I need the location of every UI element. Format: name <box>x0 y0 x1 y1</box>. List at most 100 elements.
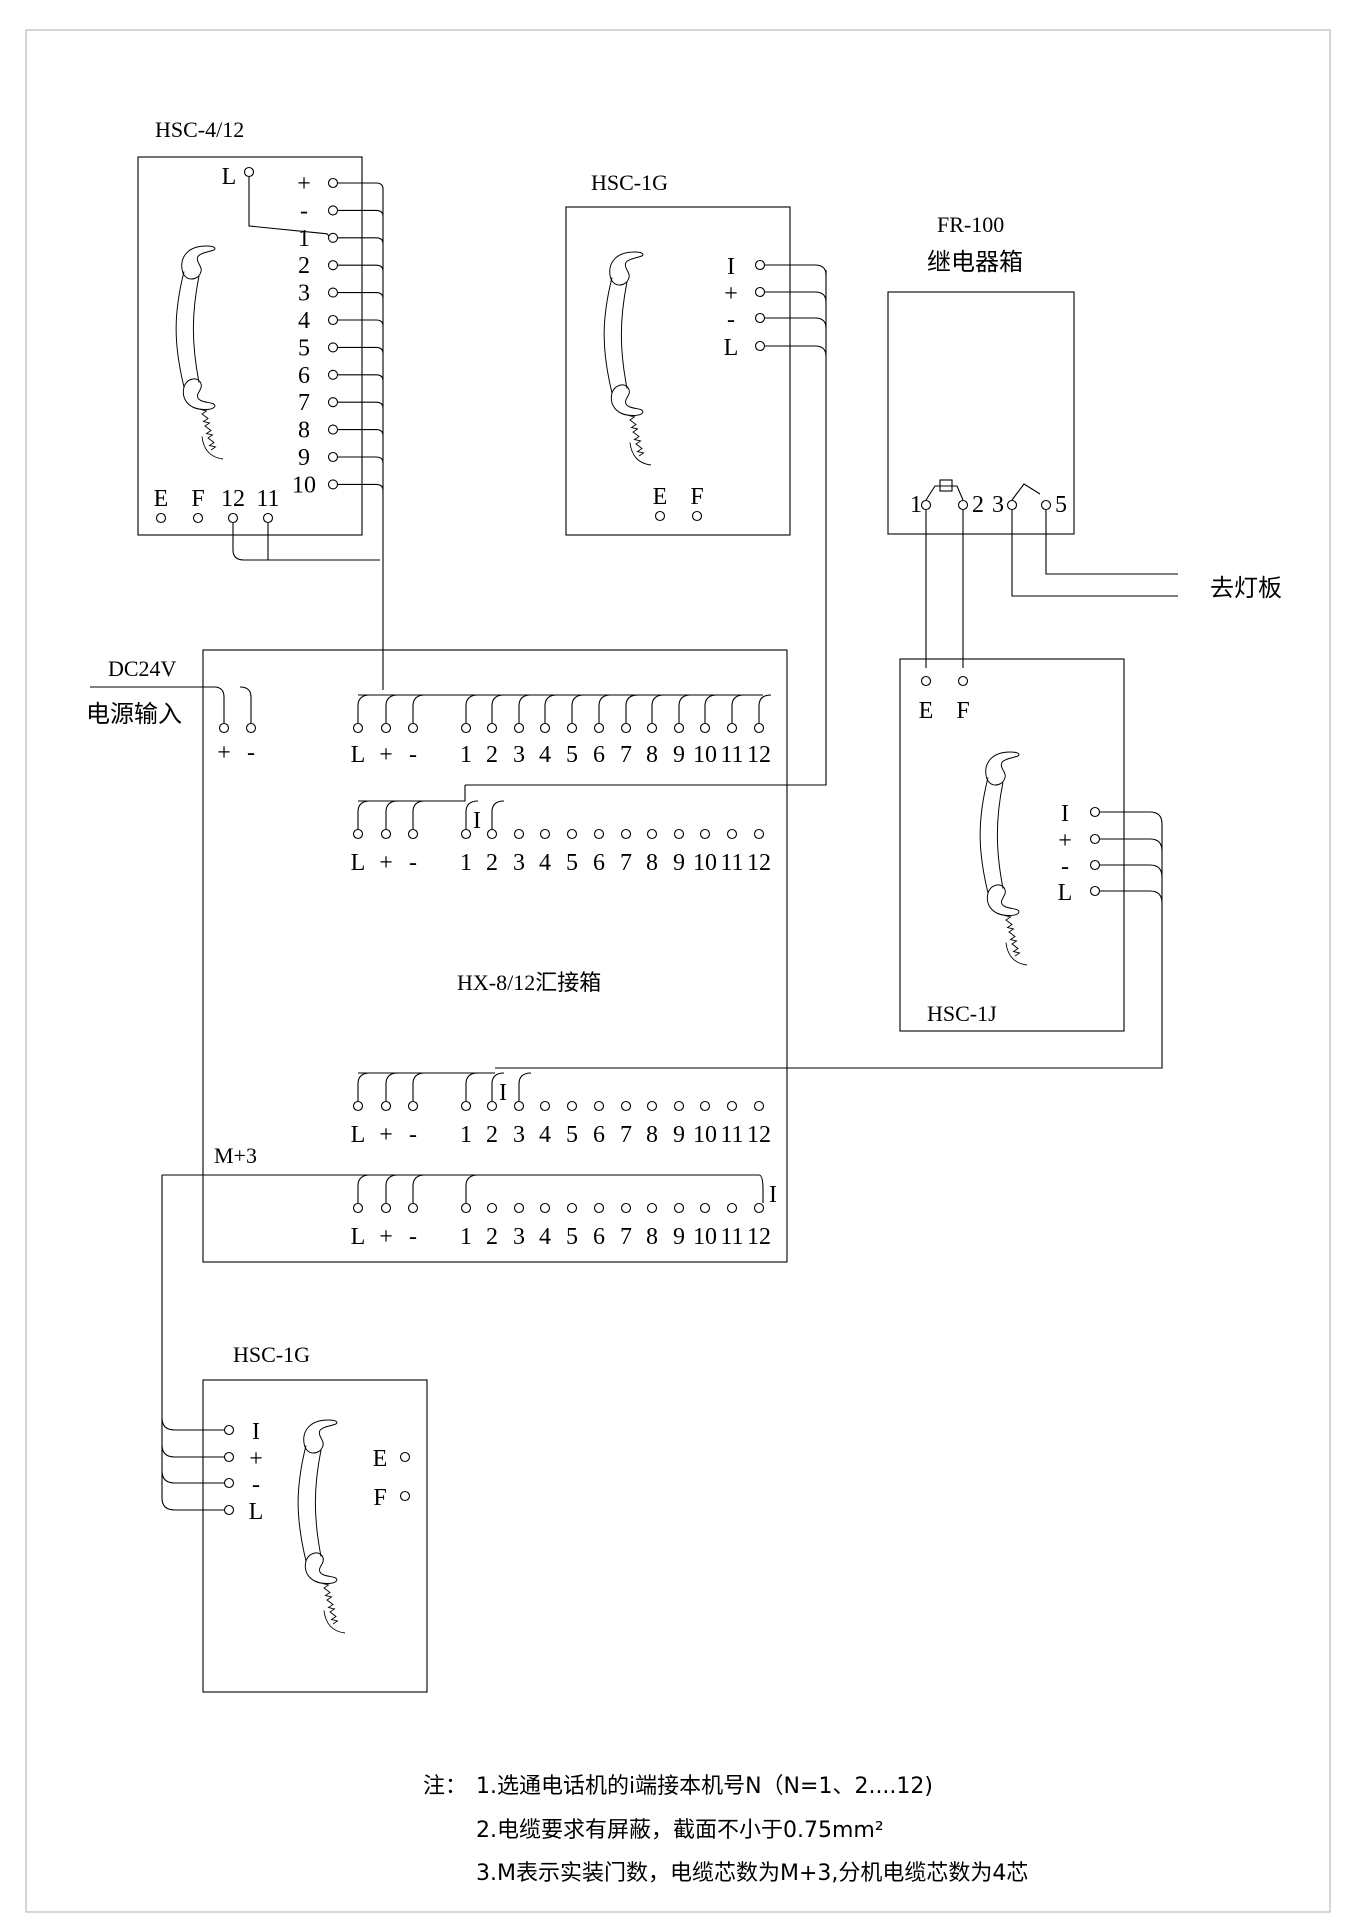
hx-row-tap <box>678 694 692 723</box>
hx-row-terminal <box>513 1100 525 1112</box>
hx-row-terminal <box>539 1100 551 1112</box>
handsets <box>175 245 1028 1634</box>
hx-row-tap <box>758 694 772 723</box>
hsc4-12-label-L: L <box>222 164 237 190</box>
hx-row-terminal <box>753 1100 765 1112</box>
hsc1j-bus-tap <box>1100 864 1163 878</box>
hx-row-label: 3 <box>513 850 525 876</box>
hx-row-tap <box>357 800 371 829</box>
hx-row-terminal <box>726 828 738 840</box>
hx-row-label: 9 <box>673 1224 685 1250</box>
hx-power-label: - <box>247 740 255 766</box>
power-input-label: 电源输入 <box>86 701 182 728</box>
handset-cord-tail <box>323 1610 346 1634</box>
fr100-terminal <box>957 499 969 511</box>
hx-row-label: + <box>379 1224 393 1250</box>
handset-handle-outer <box>175 271 185 388</box>
hsc1g-top-right-terminal <box>754 259 766 271</box>
hx-row-tap <box>412 800 426 829</box>
hx-row-terminal <box>486 1100 498 1112</box>
hx-row-terminal <box>566 828 578 840</box>
hx-row-label: + <box>379 850 393 876</box>
handset-handle-outer <box>297 1445 307 1562</box>
hx-power-terminal <box>218 722 230 734</box>
hx-row-tap <box>491 800 505 829</box>
hsc1g-bottom-right-terminal <box>399 1451 411 1463</box>
hx-row-label: 7 <box>620 1224 632 1250</box>
fr100-contact <box>1011 483 1041 501</box>
hx-row-terminal <box>352 722 364 734</box>
hsc4-12-terminal-L <box>243 166 255 178</box>
hx-box <box>202 649 788 1263</box>
hx-row-terminal <box>673 1202 685 1214</box>
hx-row-label: 3 <box>513 1224 525 1250</box>
hsc4-12-bus-tap <box>338 209 384 217</box>
hsc1g-bottom-right-terminal <box>399 1490 411 1502</box>
hx-row4-bus <box>358 1174 764 1203</box>
hx-row-terminal <box>646 722 658 734</box>
hsc4-12-right-terminal <box>327 451 339 463</box>
hsc1j-box <box>899 658 1125 1032</box>
hsc1g-top-right-terminal <box>754 312 766 324</box>
hsc1j-right-terminal <box>1089 833 1101 845</box>
hx-row-label: 2 <box>486 1224 498 1250</box>
hx-row-terminal <box>673 1100 685 1112</box>
hsc1j-right-terminal <box>1089 806 1101 818</box>
hsc4-12-bus-tap <box>338 264 384 272</box>
hx-row-terminal <box>539 722 551 734</box>
hx-row-label: 10 <box>693 1122 717 1148</box>
hsc1g-bottom-title: HSC-1G <box>233 1342 310 1367</box>
hsc1g-bottom-left-terminal <box>223 1504 235 1516</box>
hx-row-label: 1 <box>460 742 472 768</box>
hx-row-tap <box>491 1072 505 1101</box>
note-line-1: 1.选通电话机的i端接本机号N（N=1、2....12) <box>476 1774 933 1799</box>
hx-row-tap <box>385 1174 399 1203</box>
hsc4-12-bottom-label: 12 <box>221 486 245 512</box>
hx-row-label: 6 <box>593 850 605 876</box>
hsc4-12-right-terminal <box>327 424 339 435</box>
hx-row-tap <box>465 800 479 829</box>
hx-row-label: 10 <box>693 742 717 768</box>
hx-row-tap <box>465 1072 479 1101</box>
hsc4-12-right-label: 7 <box>298 390 310 416</box>
hx-row-label: 2 <box>486 742 498 768</box>
hx-row-terminal <box>566 1100 578 1112</box>
hsc4-12-L-jumper <box>248 177 334 239</box>
hsc1g-top-right-label: L <box>724 335 739 361</box>
hx-row-label: 12 <box>747 1122 771 1148</box>
hx-row-label: 6 <box>593 742 605 768</box>
hx-row-label: 9 <box>673 850 685 876</box>
fr100-title: FR-100 <box>937 212 1004 237</box>
handset-cord-tail <box>1005 942 1028 966</box>
hx-row-label: 12 <box>747 850 771 876</box>
hsc4-12-12-wire <box>232 523 380 561</box>
hsc4-12-bus-tap <box>338 456 384 464</box>
hx-row-terminal <box>566 1202 578 1214</box>
fr100-coil-wire <box>925 485 964 501</box>
hx-row-tap <box>651 694 665 723</box>
hsc1g-bottom-right-label: F <box>373 1485 386 1511</box>
hx-row-terminal <box>699 828 711 840</box>
hsc4-12-right-label: 5 <box>298 335 310 361</box>
hx-row-label: 6 <box>593 1224 605 1250</box>
hsc1j-top-terminal <box>957 675 969 687</box>
hsc4-12-right-label: + <box>297 171 311 197</box>
hx-row-tap <box>385 1072 399 1101</box>
handset-cord-coil <box>628 415 645 457</box>
hx-row-terminal <box>460 1100 472 1112</box>
hx-row-terminal <box>753 1202 765 1214</box>
hsc4-12-right-terminal <box>327 205 339 216</box>
hx-row2-bus <box>358 785 466 802</box>
hsc4-12-right-label: 3 <box>298 281 310 307</box>
hsc1j-right-label: I <box>1061 801 1069 827</box>
hx-row-terminal <box>753 722 765 734</box>
hsc4-12-bus-tap <box>338 319 384 327</box>
hx-row-terminal <box>352 828 364 840</box>
hsc4-12-bus-tap <box>338 346 384 354</box>
hsc4-12-bus-tap <box>338 429 384 436</box>
hx-row-terminal <box>352 1202 364 1214</box>
hx-row-terminal <box>380 1100 392 1112</box>
hx-row-terminal <box>539 1202 551 1214</box>
fr100-relay-coil <box>939 479 953 492</box>
